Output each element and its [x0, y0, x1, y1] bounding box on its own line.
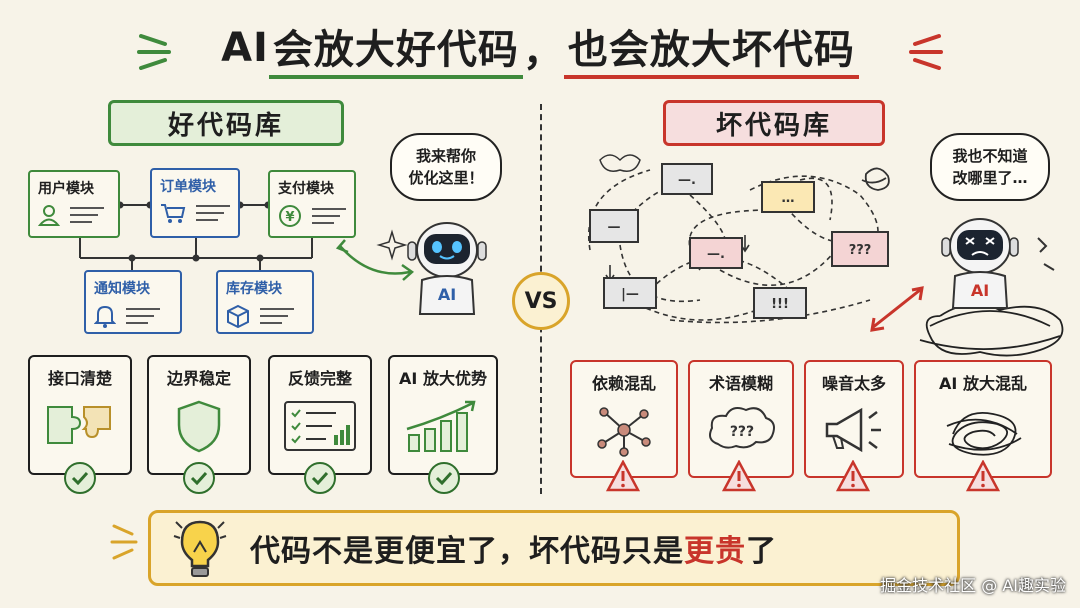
vs-badge: VS — [512, 272, 570, 330]
confused-cloud-icon: ??? — [709, 407, 775, 449]
tangle-box-7-label: !!! — [771, 297, 789, 312]
user-icon — [38, 205, 60, 226]
bad-codebase-header: 坏代码库 — [663, 100, 885, 146]
bad-robot-icon: AI — [870, 218, 1064, 357]
accent-strokes-right-icon — [909, 34, 943, 70]
bad-bubble-line-1: 我也不知道 — [952, 147, 1028, 165]
accent-strokes-left-icon — [137, 34, 171, 70]
module-user: 用户模块 — [28, 170, 120, 238]
card-messy-dependencies-label: 依赖混乱 — [591, 374, 656, 393]
card-complete-feedback-label: 反馈完整 — [287, 369, 352, 388]
checklist-icon — [284, 401, 356, 451]
puzzle-icon — [47, 406, 111, 444]
good-speech-bubble: 我来帮你 优化这里！ — [390, 133, 502, 201]
card-stable-boundaries-label: 边界稳定 — [166, 369, 231, 388]
box-icon — [227, 304, 249, 328]
warning-icon — [836, 460, 870, 492]
watermark: 掘金技术社区 @ AI趣实验 — [880, 576, 1066, 595]
svg-text:???: ??? — [730, 424, 754, 440]
card-ai-amplifies-advantage-label: AI 放大优势 — [399, 369, 487, 388]
dependency-graph-icon — [597, 407, 651, 457]
card-complete-feedback: 反馈完整 — [268, 355, 372, 475]
tangle-box-6-label: |— — [621, 287, 639, 302]
svg-text:¥: ¥ — [285, 210, 294, 225]
module-notify-label: 通知模块 — [94, 281, 150, 297]
title-good-part: 会放大好代码 — [268, 17, 523, 79]
good-bubble-line-2: 优化这里！ — [408, 169, 484, 187]
check-icon — [304, 462, 336, 494]
module-connectors — [79, 201, 415, 281]
conclusion-text-prefix: 代码不是更便宜了，坏代码只是 — [250, 534, 684, 569]
module-payment: 支付模块 ¥ — [268, 170, 356, 238]
scribble-icon — [946, 412, 1022, 456]
title-comma: ， — [522, 29, 564, 75]
growth-chart-icon — [406, 400, 476, 452]
tangle-box-2-label: … — [782, 191, 795, 206]
module-inventory: 库存模块 — [216, 270, 314, 334]
warning-icon — [606, 460, 640, 492]
cart-icon — [161, 204, 186, 223]
tangle-box-4-label: —. — [707, 247, 725, 262]
card-ai-amplifies-chaos-label: AI 放大混乱 — [939, 374, 1027, 393]
page-title: AI 会放大好代码，也会放大坏代码 — [190, 17, 890, 79]
yen-icon: ¥ — [279, 205, 301, 227]
warning-icon — [966, 460, 1000, 492]
conclusion-banner — [148, 510, 960, 586]
tangled-dependencies-diagram: —. … — —. ??? |— !!! — [588, 154, 890, 324]
card-too-much-noise-label: 噪音太多 — [821, 374, 886, 393]
megaphone-icon — [825, 407, 881, 453]
card-clear-interfaces-label: 接口清楚 — [47, 369, 112, 388]
check-icon — [183, 462, 215, 494]
title-prefix: AI — [221, 25, 269, 71]
lightbulb-icon — [173, 520, 227, 577]
good-codebase-header: 好代码库 — [108, 100, 344, 146]
card-stable-boundaries: 边界稳定 — [147, 355, 251, 475]
accent-strokes-banner-left-icon — [110, 524, 138, 560]
module-order: 订单模块 — [150, 168, 240, 238]
bad-speech-bubble: 我也不知道 改哪里了… — [930, 133, 1050, 201]
conclusion-text: 代码不是更便宜了，坏代码只是更贵了 — [250, 524, 777, 572]
card-too-much-noise: 噪音太多 — [804, 360, 904, 478]
check-icon — [64, 462, 96, 494]
tangle-box-3-label: — — [608, 220, 621, 235]
bad-bubble-line-2: 改哪里了… — [952, 169, 1028, 187]
good-robot-badge: AI — [438, 285, 456, 304]
good-bubble-line-1: 我来帮你 — [415, 147, 476, 165]
card-vague-terminology-label: 术语模糊 — [708, 374, 773, 393]
conclusion-text-highlight: 更贵 — [684, 534, 746, 569]
module-user-label: 用户模块 — [38, 181, 94, 197]
shield-icon — [177, 400, 221, 453]
card-clear-interfaces: 接口清楚 — [28, 355, 132, 475]
conclusion-text-suffix: 了 — [746, 534, 777, 569]
title-bad-part: 也会放大坏代码 — [563, 17, 859, 79]
module-notify: 通知模块 — [84, 270, 182, 334]
card-ai-amplifies-chaos: AI 放大混乱 — [914, 360, 1052, 478]
bell-icon — [94, 305, 116, 328]
check-icon — [428, 462, 460, 494]
card-messy-dependencies: 依赖混乱 — [570, 360, 678, 478]
card-ai-amplifies-advantage: AI 放大优势 — [388, 355, 498, 475]
tangle-box-1-label: —. — [678, 173, 696, 188]
module-inventory-label: 库存模块 — [226, 281, 282, 297]
module-payment-label: 支付模块 — [278, 181, 334, 197]
module-order-label: 订单模块 — [160, 179, 216, 195]
bad-robot-badge: AI — [971, 281, 989, 300]
card-vague-terminology: 术语模糊 ??? — [688, 360, 794, 478]
warning-icon — [722, 460, 756, 492]
good-robot-icon: AI — [407, 222, 487, 315]
tangle-box-5-label: ??? — [849, 243, 872, 258]
